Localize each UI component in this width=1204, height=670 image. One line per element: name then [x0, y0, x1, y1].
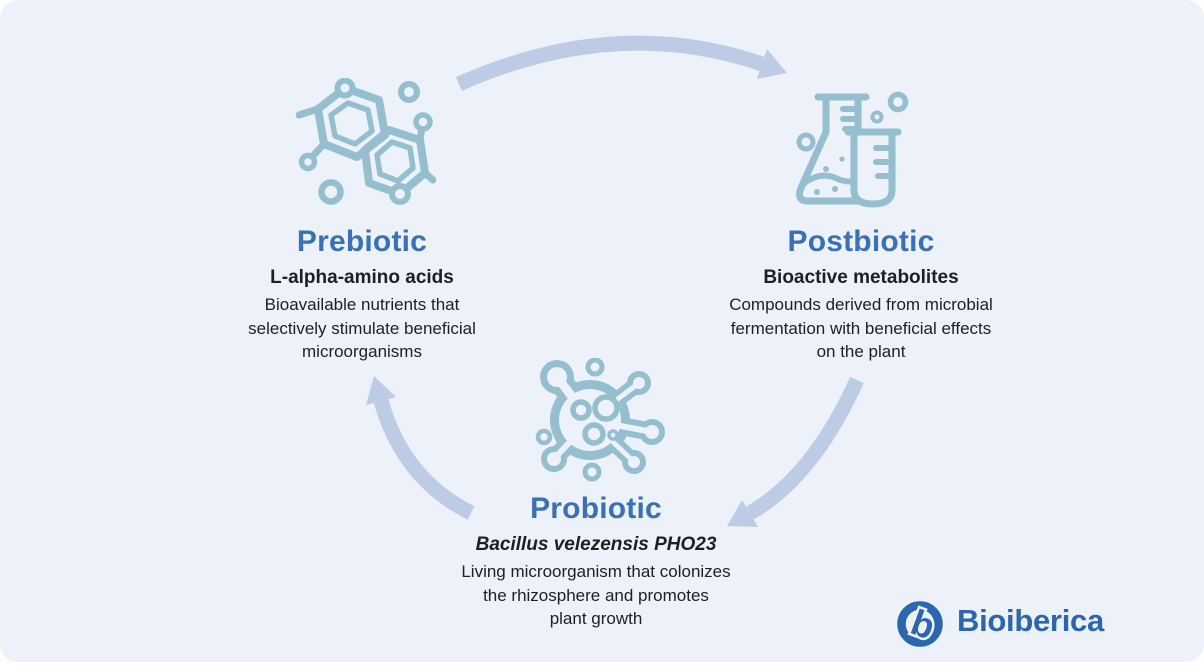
bioiberica-logo: b Bioiberica	[896, 594, 1104, 648]
postbiotic-description: Compounds derived from microbial ferment…	[729, 295, 993, 362]
molecule-icon	[296, 78, 436, 205]
probiotic-description: Living microorganism that colonizes the …	[461, 562, 731, 629]
bioiberica-logo-text: Bioiberica	[957, 603, 1104, 638]
prebiotic-title: Prebiotic	[296, 225, 428, 258]
postbiotic-title: Postbiotic	[787, 225, 935, 258]
prebiotic-subtitle: L-alpha-amino acids	[270, 266, 454, 288]
postbiotic-node: Postbiotic Bioactive metabolites Compoun…	[696, 225, 1026, 364]
prebiotic-node: Prebiotic L-alpha-amino acids Bioavailab…	[197, 225, 527, 364]
microbe-icon	[535, 358, 665, 482]
probiotic-title: Probiotic	[530, 492, 662, 525]
bioiberica-logo-icon: b	[897, 599, 943, 648]
probiotic-subtitle: Bacillus velezensis PHO23	[475, 533, 717, 555]
postbiotic-subtitle: Bioactive metabolites	[763, 266, 959, 288]
arrow-prebiotic-to-postbiotic-icon	[455, 35, 787, 91]
prebiotic-description: Bioavailable nutrients that selectively …	[248, 295, 476, 362]
probiotic-node: Probiotic Bacillus velezensis PHO23 Livi…	[431, 492, 761, 631]
flask-and-test-tube-icon	[796, 91, 909, 208]
